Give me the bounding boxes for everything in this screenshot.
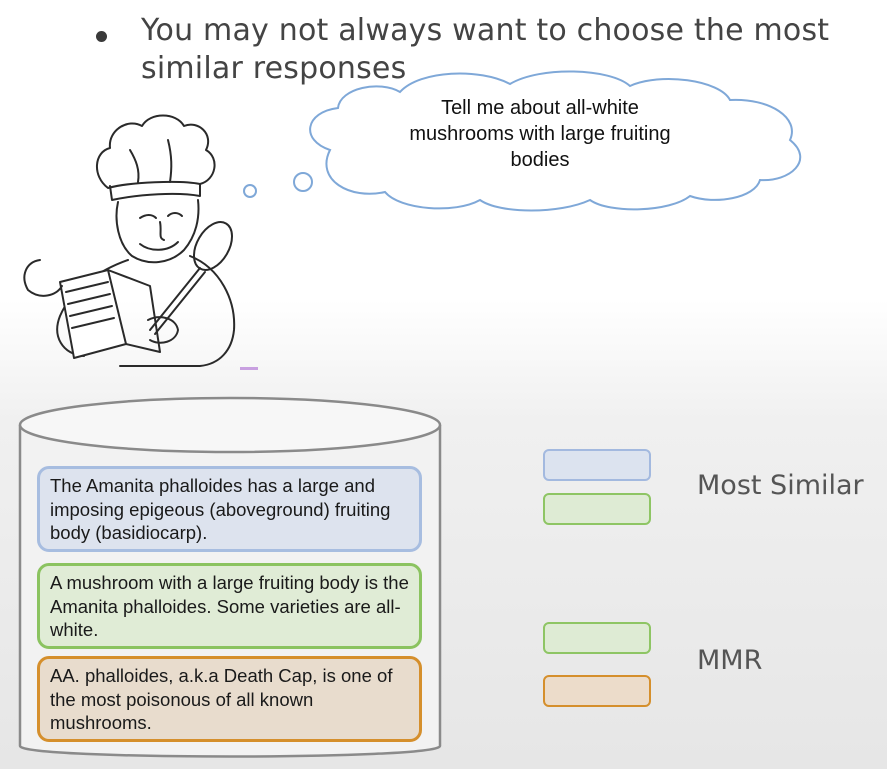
chef-reading-illustration bbox=[23, 114, 258, 370]
thought-cloud-text: Tell me about all-white mushrooms with l… bbox=[409, 97, 671, 171]
most-similar-swatch-green bbox=[543, 493, 651, 525]
mmr-label: MMR bbox=[697, 645, 763, 676]
mmr-swatch-green bbox=[543, 622, 651, 654]
most-similar-label: Most Similar bbox=[697, 470, 864, 501]
thought-cloud-icon bbox=[243, 70, 802, 212]
mmr-swatch-orange bbox=[543, 675, 651, 707]
bullet-text: You may not always want to choose the mo… bbox=[141, 13, 830, 86]
document-most-similar-2: A mushroom with a large fruiting body is… bbox=[37, 563, 422, 649]
document-most-similar-1: The Amanita phalloides has a large and i… bbox=[37, 466, 422, 552]
bullet-dot-icon bbox=[96, 31, 107, 42]
document-diverse: AA. phalloides, a.k.a Death Cap, is one … bbox=[37, 656, 422, 742]
most-similar-swatch-blue bbox=[543, 449, 651, 481]
